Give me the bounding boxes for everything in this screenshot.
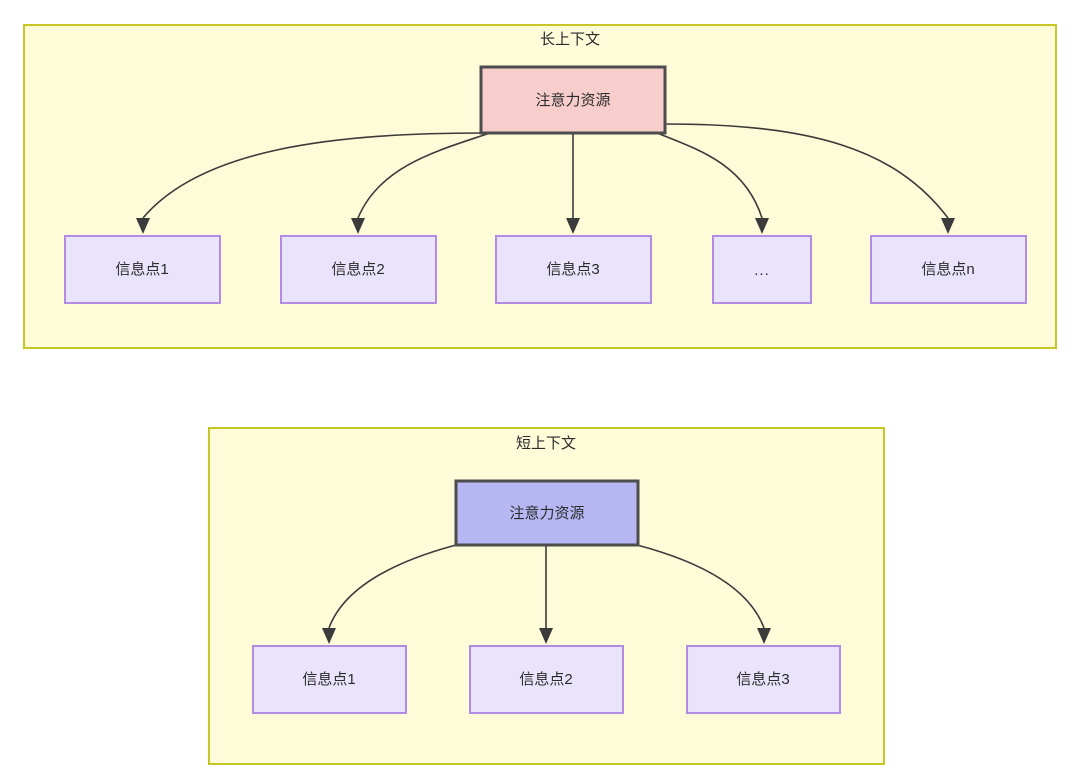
node-info-ellipsis-long-rect[interactable] — [712, 235, 812, 304]
node-info-3-short[interactable]: 信息点3 — [686, 645, 841, 714]
node-info-3-long-label: 信息点3 — [546, 261, 599, 278]
node-info-n-long-rect[interactable] — [870, 235, 1027, 304]
node-info-3-short-rect[interactable] — [686, 645, 841, 714]
panel-long-context-title: 长上下文 — [540, 31, 600, 48]
arrow-head-info-1 — [136, 218, 150, 234]
node-info-2-short-rect[interactable] — [469, 645, 624, 714]
node-info-2-short-label: 信息点2 — [519, 671, 572, 688]
node-info-n-long-label: 信息点n — [921, 261, 974, 278]
arrow-head-info-3-short — [757, 628, 771, 644]
edge-root-to-info-n — [664, 123, 949, 219]
node-attention-resource-short[interactable]: 注意力资源 — [454, 479, 640, 547]
node-info-1-short[interactable]: 信息点1 — [252, 645, 407, 714]
node-info-ellipsis-long-label: ... — [754, 262, 770, 279]
arrow-head-info-3 — [566, 218, 580, 234]
node-attention-resource-long[interactable]: 注意力资源 — [479, 65, 667, 135]
node-attention-resource-short-rect[interactable] — [454, 479, 640, 547]
node-info-2-short[interactable]: 信息点2 — [469, 645, 624, 714]
node-info-1-short-label: 信息点1 — [302, 671, 355, 688]
edges-long-context — [136, 123, 955, 234]
node-attention-resource-long-label: 注意力资源 — [535, 91, 610, 109]
arrow-head-info-1-short — [322, 628, 336, 644]
node-info-1-long-label: 信息点1 — [115, 261, 168, 278]
edge-root-to-info-1-short — [328, 544, 457, 629]
node-attention-resource-short-label: 注意力资源 — [509, 504, 584, 522]
node-info-1-long[interactable]: 信息点1 — [64, 235, 221, 304]
panel-short-context: 短上下文 注意力资源 信息点1 — [208, 427, 885, 765]
edge-root-to-info-2 — [357, 132, 491, 219]
node-info-3-short-label: 信息点3 — [736, 671, 789, 688]
node-info-ellipsis-long[interactable]: ... — [712, 235, 812, 304]
node-info-1-long-rect[interactable] — [64, 235, 221, 304]
node-info-2-long[interactable]: 信息点2 — [280, 235, 437, 304]
arrow-head-info-n — [941, 218, 955, 234]
node-info-3-long[interactable]: 信息点3 — [495, 235, 652, 304]
panel-short-context-title: 短上下文 — [516, 435, 576, 452]
node-info-1-short-rect[interactable] — [252, 645, 407, 714]
node-attention-resource-long-rect[interactable] — [479, 65, 667, 135]
edge-root-to-info-1 — [142, 132, 482, 219]
panel-long-context: 长上下文 注意力资源 — [23, 24, 1057, 349]
node-info-2-long-rect[interactable] — [280, 235, 437, 304]
edge-root-to-info-ellipsis — [656, 132, 763, 219]
edges-short-context — [322, 544, 771, 644]
node-info-2-long-label: 信息点2 — [331, 261, 384, 278]
arrow-head-info-2-short — [539, 628, 553, 644]
node-info-n-long[interactable]: 信息点n — [870, 235, 1027, 304]
arrow-head-info-2 — [351, 218, 365, 234]
edge-root-to-info-3-short — [636, 544, 765, 629]
arrow-head-info-ellipsis — [755, 218, 769, 234]
node-info-3-long-rect[interactable] — [495, 235, 652, 304]
